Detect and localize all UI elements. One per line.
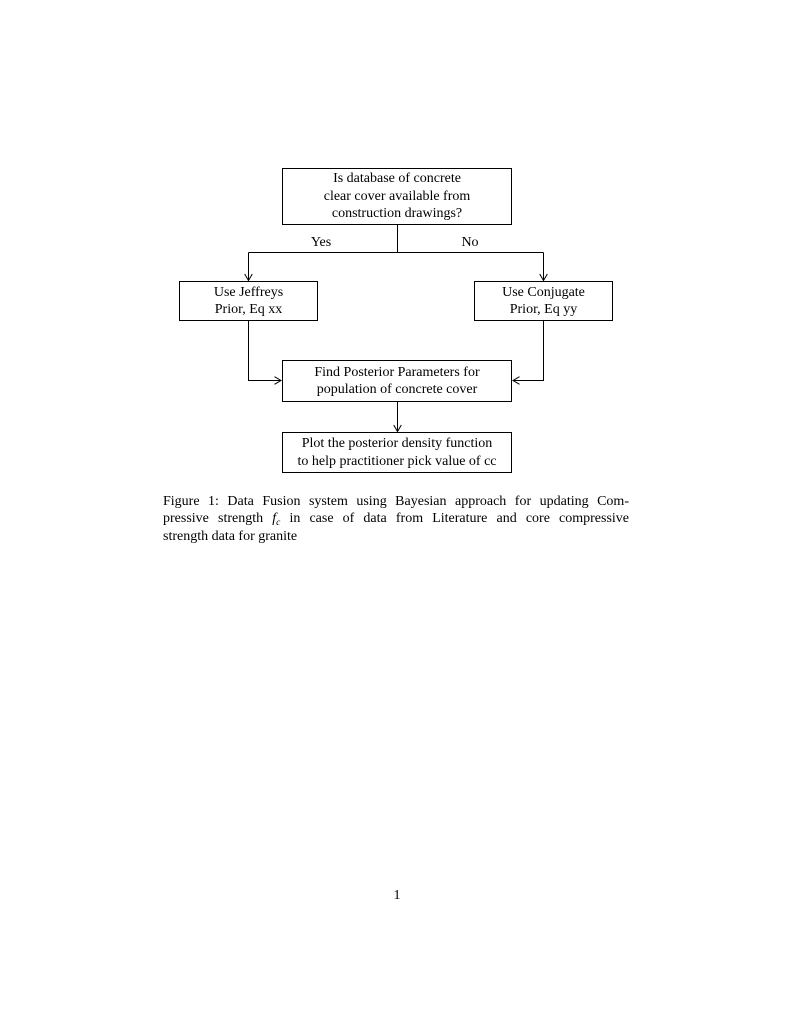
node-decision: Is database of concrete clear cover avai…: [282, 168, 512, 225]
caption-line-3: strength data for granite: [163, 528, 298, 544]
edge-yes-arrow: [244, 252, 253, 282]
edge-no-arrow: [539, 252, 548, 282]
node-decision-label: Is database of concrete clear cover avai…: [323, 171, 471, 222]
edge-jeffreys-to-posterior: [248, 321, 282, 385]
edge-label-no: No: [459, 234, 481, 251]
caption-line-2-pre: pressive strength: [163, 511, 264, 527]
node-jeffreys-prior: Use Jeffreys Prior, Eq xx: [179, 281, 318, 321]
caption-line-2-post: in case of data from Literature and core…: [289, 511, 630, 527]
node-jeffreys-prior-label: Use Jeffreys Prior, Eq xx: [213, 284, 284, 318]
caption-line-2: pressive strength fc in case of data fro…: [163, 510, 630, 529]
figure-caption: Figure 1: Data Fusion system using Bayes…: [163, 493, 629, 545]
edge-conjugate-to-posterior: [512, 321, 544, 385]
caption-line-1: Figure 1: Data Fusion system using Bayes…: [163, 494, 629, 509]
node-conjugate-prior-label: Use Conjugate Prior, Eq yy: [502, 284, 585, 318]
edge-decision-split: [248, 225, 544, 253]
edge-label-yes: Yes: [308, 234, 334, 251]
node-posterior-parameters: Find Posterior Parameters for population…: [282, 360, 512, 402]
node-plot-density: Plot the posterior density function to h…: [282, 432, 512, 473]
math-fc-symbol: fc: [272, 511, 281, 529]
page-number: 1: [393, 888, 401, 903]
node-plot-density-label: Plot the posterior density function to h…: [297, 436, 497, 469]
node-posterior-parameters-label: Find Posterior Parameters for population…: [314, 364, 480, 398]
node-conjugate-prior: Use Conjugate Prior, Eq yy: [474, 281, 613, 321]
edge-posterior-to-plot: [393, 402, 402, 433]
